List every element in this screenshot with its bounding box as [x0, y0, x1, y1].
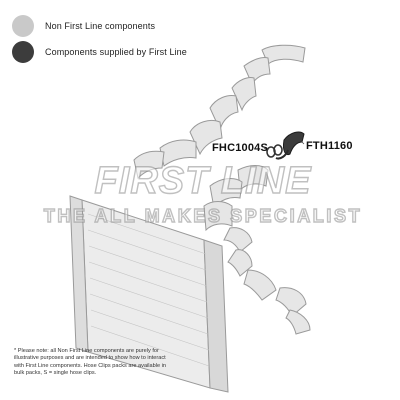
fth1160-hose	[275, 131, 305, 160]
upper-hose-assembly	[133, 44, 306, 179]
legend-item-non-first-line: Non First Line components	[12, 14, 187, 38]
legend: Non First Line components Components sup…	[12, 14, 187, 66]
leader-line-clip	[263, 147, 269, 151]
watermark-tagline: THE ALL MAKES SPECIALIST	[43, 205, 363, 226]
intercooler	[69, 195, 229, 393]
lower-hose-assembly	[203, 165, 311, 335]
leader-line-hose	[299, 139, 305, 145]
legend-swatch-light	[12, 15, 34, 37]
part-label-hose: FTH1160	[306, 140, 353, 152]
part-label-clip: FHC1004S	[212, 142, 269, 154]
fhc1004s-hose-clip	[266, 144, 283, 158]
illustration-note: * Please note: all Non First Line compon…	[14, 348, 167, 377]
legend-swatch-dark	[12, 41, 34, 63]
legend-label-first-line: Components supplied by First Line	[45, 47, 187, 57]
legend-item-first-line: Components supplied by First Line	[12, 40, 187, 64]
watermark-brand: FIRST LINE	[94, 159, 312, 202]
legend-label-non-first-line: Non First Line components	[45, 21, 156, 31]
